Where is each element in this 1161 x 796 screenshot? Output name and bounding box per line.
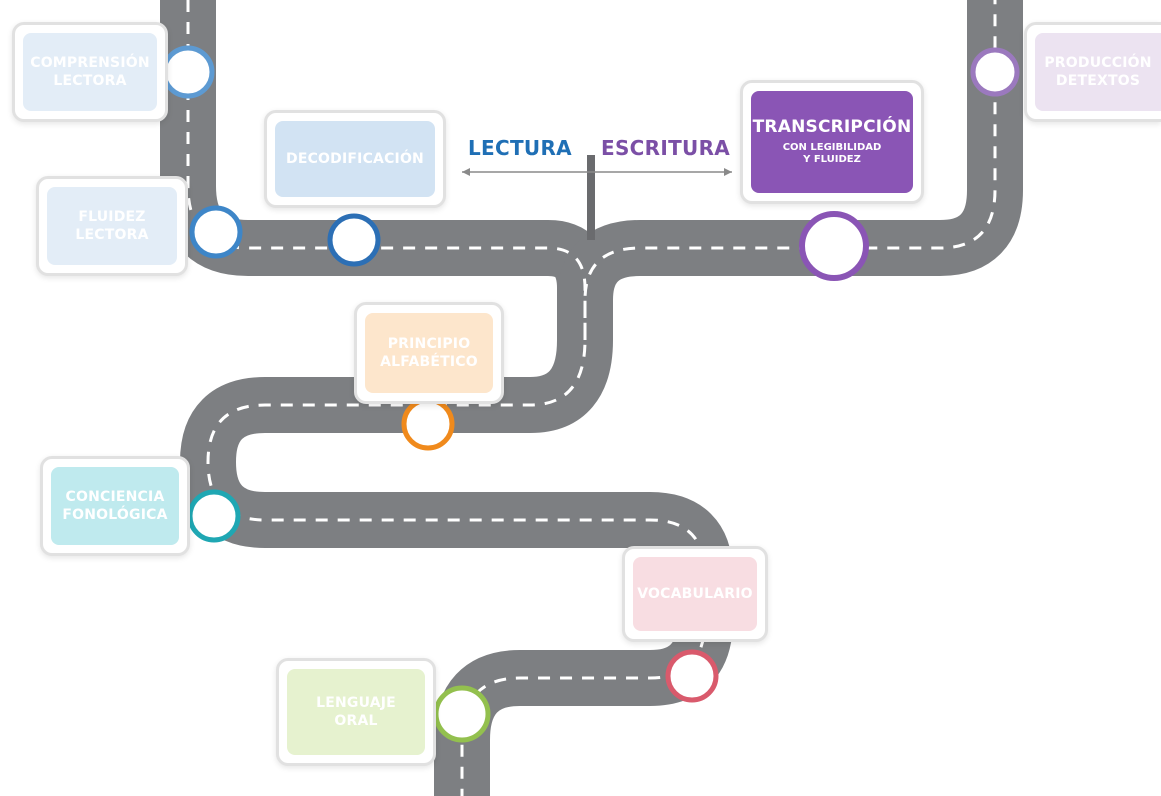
milestone-fluidez	[189, 205, 243, 259]
card-label: VOCABULARIO	[637, 586, 753, 602]
road-dashes	[583, 0, 997, 340]
card-comprension-lectora: COMPRENSIÓN LECTORA	[12, 22, 168, 122]
card-label: LENGUAJE ORAL	[316, 695, 396, 729]
card-transcripcion: TRANSCRIPCIÓN CON LEGIBILIDAD Y FLUIDEZ	[740, 80, 924, 204]
milestone-principio	[401, 397, 455, 451]
escritura-heading: ESCRITURA	[601, 136, 731, 160]
card-label: TRANSCRIPCIÓN	[752, 117, 912, 137]
card-principio-alfabetico: PRINCIPIO ALFABÉTICO	[354, 302, 504, 404]
card-conciencia-fonologica: CONCIENCIA FONOLÓGICA	[40, 456, 190, 556]
signpost-pole	[587, 155, 595, 240]
milestones	[161, 45, 1020, 743]
card-vocabulario: VOCABULARIO	[622, 546, 768, 642]
card-sublabel: CON LEGIBILIDAD Y FLUIDEZ	[782, 142, 882, 165]
lectura-heading: LECTURA	[468, 136, 572, 160]
card-label: COMPRENSIÓN LECTORA	[30, 55, 150, 89]
card-label: FLUIDEZ LECTORA	[75, 209, 149, 243]
card-label: PRODUCCIÓN DETEXTOS	[1044, 55, 1152, 89]
card-lenguaje-oral: LENGUAJE ORAL	[276, 658, 436, 766]
card-label: DECODIFICACIÓN	[286, 151, 424, 167]
card-label: CONCIENCIA FONOLÓGICA	[62, 489, 168, 523]
card-label: PRINCIPIO ALFABÉTICO	[380, 336, 478, 370]
road-dashes	[186, 0, 707, 796]
card-fluidez-lectora: FLUIDEZ LECTORA	[36, 176, 188, 276]
milestone-transcripcion	[799, 211, 869, 281]
card-decodificacion: DECODIFICACIÓN	[264, 110, 446, 208]
milestone-lenguaje	[433, 685, 491, 743]
bidirectional-arrow	[462, 168, 732, 176]
milestone-conciencia	[187, 489, 241, 543]
card-produccion-de-textos: PRODUCCIÓN DETEXTOS	[1024, 22, 1161, 122]
milestone-comprension	[161, 45, 215, 99]
milestone-vocabulario	[665, 649, 719, 703]
milestone-decodificacion	[327, 213, 381, 267]
milestone-produccion	[970, 47, 1020, 97]
